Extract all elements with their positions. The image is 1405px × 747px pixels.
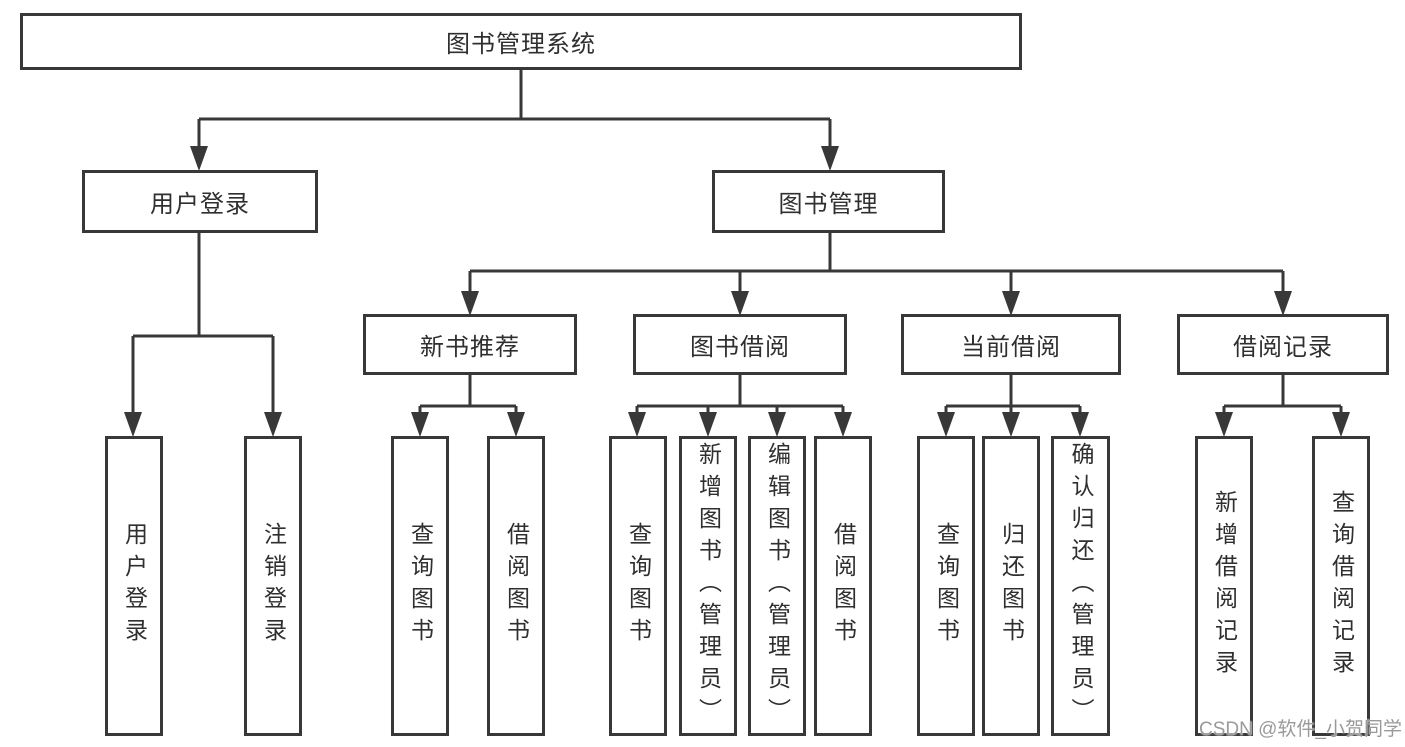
leaf-return-books: 归还图书 (982, 436, 1040, 736)
leaf-confirm-return-admin: 确认归还（管理员） (1051, 436, 1110, 736)
node-root: 图书管理系统 (20, 13, 1022, 70)
node-label: 用户登录 (150, 191, 250, 218)
node-label: 图书借阅 (690, 334, 790, 361)
node-borrow-records: 借阅记录 (1177, 314, 1389, 375)
leaf-user-login: 用户登录 (105, 436, 163, 736)
node-user-login: 用户登录 (82, 170, 318, 233)
node-label: 注销登录 (260, 522, 287, 650)
csdn-watermark: CSDN @软件_小贺同学 (1199, 719, 1402, 740)
leaf-add-borrow-record: 新增借阅记录 (1195, 436, 1253, 736)
node-label: 借阅图书 (830, 522, 857, 650)
node-book-management: 图书管理 (712, 170, 945, 233)
node-label: 借阅记录 (1233, 334, 1333, 361)
leaf-borrow-books-2: 借阅图书 (814, 436, 872, 736)
leaf-query-books-1: 查询图书 (391, 436, 449, 736)
leaf-query-books-2: 查询图书 (609, 436, 667, 736)
leaf-edit-books-admin: 编辑图书（管理员） (748, 436, 806, 736)
node-label: 新书推荐 (420, 334, 520, 361)
node-label: 图书管理系统 (446, 31, 596, 58)
node-label: 确认归还（管理员） (1068, 442, 1094, 730)
node-label: 查询图书 (625, 522, 652, 650)
node-label: 新增借阅记录 (1211, 490, 1238, 682)
leaf-query-books-3: 查询图书 (917, 436, 975, 736)
node-label: 归还图书 (998, 522, 1025, 650)
leaf-borrow-books-1: 借阅图书 (487, 436, 545, 736)
node-label: 用户登录 (121, 522, 148, 650)
node-label: 查询图书 (407, 522, 434, 650)
node-new-book-recommend: 新书推荐 (363, 314, 577, 375)
node-label: 查询借阅记录 (1328, 490, 1355, 682)
node-label: 新增图书（管理员） (695, 442, 722, 730)
leaf-query-borrow-record: 查询借阅记录 (1312, 436, 1370, 736)
leaf-logout: 注销登录 (244, 436, 302, 736)
leaf-add-books-admin: 新增图书（管理员） (679, 436, 737, 736)
arrowhead-group (124, 146, 1350, 437)
node-label: 当前借阅 (961, 334, 1061, 361)
node-label: 查询图书 (933, 522, 960, 650)
node-book-borrow: 图书借阅 (633, 314, 847, 375)
node-label: 编辑图书（管理员） (764, 442, 791, 730)
node-label: 借阅图书 (503, 522, 530, 650)
node-label: 图书管理 (778, 191, 879, 218)
node-current-borrow: 当前借阅 (901, 314, 1121, 375)
